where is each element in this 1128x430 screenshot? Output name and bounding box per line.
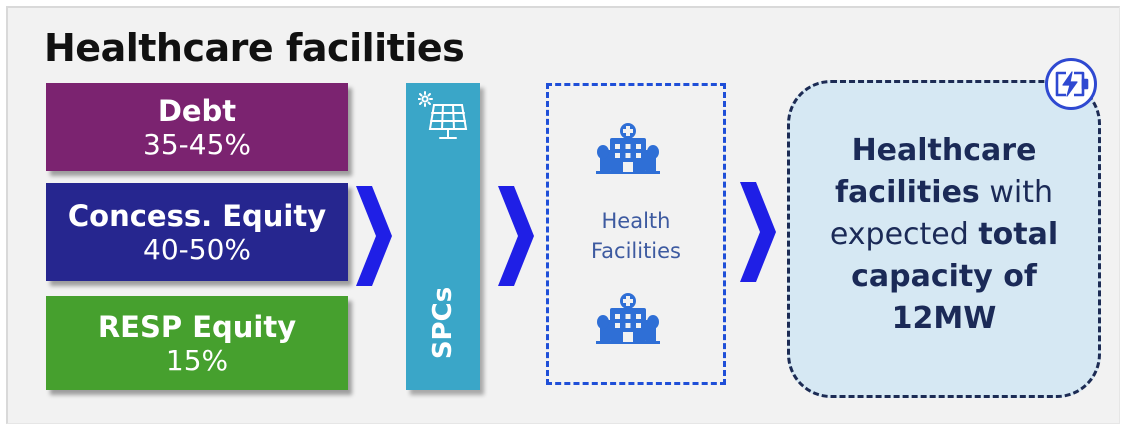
health-facilities-box: Health Facilities <box>546 83 726 385</box>
debt-label: Debt <box>157 93 237 128</box>
capacity-result-box: Healthcare facilities with expected tota… <box>787 80 1101 398</box>
spc-label: SPCs <box>428 286 458 360</box>
arrow-right-icon <box>498 186 534 286</box>
battery-charging-badge <box>1045 58 1097 110</box>
result-with: with <box>979 175 1053 210</box>
battery-charging-icon <box>1055 71 1089 97</box>
health-facilities-line-2: Facilities <box>591 239 681 263</box>
debt-percentage: 35-45% <box>143 127 251 161</box>
spc-box: SPCs <box>406 83 480 390</box>
resp-equity-percentage: 15% <box>165 343 229 377</box>
arrow-right-icon <box>740 182 776 282</box>
hospital-icon <box>596 123 660 174</box>
concessional-equity-percentage: 40-50% <box>143 232 251 266</box>
capacity-summary: Healthcare facilities with expected tota… <box>790 130 1098 340</box>
resp-equity-label: RESP Equity <box>97 309 297 344</box>
arrow-right-icon <box>356 186 392 286</box>
result-capacity-of: capacity of <box>851 259 1037 294</box>
debt-box: Debt 35-45% <box>46 83 348 171</box>
page-title: Healthcare facilities <box>44 26 465 70</box>
result-line-1: Healthcare <box>851 133 1037 168</box>
concessional-equity-label: Concess. Equity <box>67 198 327 233</box>
result-total: total <box>978 217 1059 252</box>
health-facilities-line-1: Health <box>601 209 671 233</box>
solar-panel-icon <box>418 91 468 139</box>
result-capacity-value: 12MW <box>891 301 997 336</box>
health-facilities-label: Health Facilities <box>549 206 723 266</box>
result-facilities: facilities <box>835 175 980 210</box>
concessional-equity-box: Concess. Equity 40-50% <box>46 183 348 281</box>
hospital-icon <box>596 293 660 344</box>
resp-equity-box: RESP Equity 15% <box>46 296 348 390</box>
result-expected: expected <box>829 217 979 252</box>
